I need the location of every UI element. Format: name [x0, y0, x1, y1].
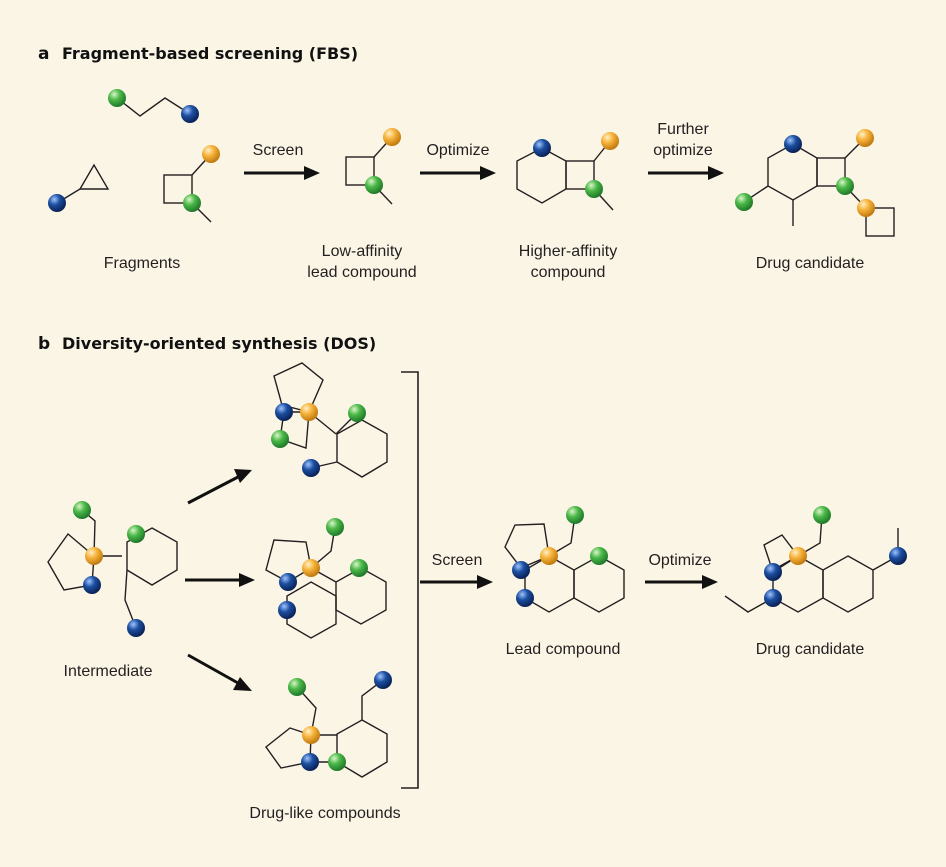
- panel-b: b Diversity-oriented synthesis (DOS) Int…: [38, 334, 899, 822]
- atoms: [48, 89, 907, 771]
- atom-blue: [301, 753, 319, 771]
- branch-arrow-down: [187, 653, 252, 691]
- atom-blue: [784, 135, 802, 153]
- optimize-b-arrow: [645, 575, 718, 589]
- fragments-label: Fragments: [104, 255, 180, 272]
- intermediate-molecule: [47, 509, 178, 629]
- atom-green: [271, 430, 289, 448]
- atom-blue: [275, 403, 293, 421]
- drug-candidate-b-label: Drug candidate: [756, 641, 865, 658]
- atom-orange: [383, 128, 401, 146]
- atom-green: [365, 176, 383, 194]
- screen-arrow: [244, 166, 320, 180]
- fragment-chain: [116, 97, 191, 117]
- optimize-b-label: Optimize: [648, 552, 711, 569]
- atom-blue: [533, 139, 551, 157]
- further-optimize-arrow: [648, 166, 724, 180]
- atom-green: [585, 180, 603, 198]
- branch-arrow-middle: [185, 573, 255, 587]
- further-label-line1: Further: [657, 121, 709, 138]
- low-affinity-lead: [345, 136, 393, 205]
- atom-orange: [540, 547, 558, 565]
- optimize-arrow: [420, 166, 496, 180]
- atom-green: [813, 506, 831, 524]
- atom-blue: [48, 194, 66, 212]
- lead-label-line1: Low-affinity: [322, 243, 403, 260]
- panel-a-letter: a: [38, 44, 49, 64]
- atom-orange: [302, 559, 320, 577]
- atom-green: [836, 177, 854, 195]
- screen-bracket: [401, 371, 419, 789]
- panel-b-title: Diversity-oriented synthesis (DOS): [62, 334, 376, 353]
- panel-b-letter: b: [38, 334, 50, 354]
- further-label-line2: optimize: [653, 142, 713, 159]
- lead-label-line2: lead compound: [307, 264, 416, 281]
- panel-a-title: Fragment-based screening (FBS): [62, 44, 358, 63]
- atom-green: [348, 404, 366, 422]
- branch-arrow-up: [187, 469, 252, 505]
- druglike-label: Drug-like compounds: [249, 805, 400, 822]
- atom-blue: [764, 563, 782, 581]
- screen-b-arrow: [420, 575, 493, 589]
- atom-blue: [302, 459, 320, 477]
- atom-blue: [181, 105, 199, 123]
- drug-candidate-a-label: Drug candidate: [756, 255, 865, 272]
- higher-label-line2: compound: [531, 264, 606, 281]
- atom-green: [326, 518, 344, 536]
- atom-orange: [857, 199, 875, 217]
- atom-blue: [764, 589, 782, 607]
- atom-orange: [856, 129, 874, 147]
- druglike-compound-1: [273, 362, 388, 478]
- atom-green: [350, 559, 368, 577]
- optimize-label: Optimize: [426, 142, 489, 159]
- atom-blue: [889, 547, 907, 565]
- atom-green: [735, 193, 753, 211]
- atom-blue: [278, 601, 296, 619]
- atom-orange: [302, 726, 320, 744]
- drug-candidate-b: [724, 514, 899, 613]
- atom-green: [590, 547, 608, 565]
- atom-blue: [127, 619, 145, 637]
- druglike-compound-3: [265, 679, 388, 778]
- atom-blue: [516, 589, 534, 607]
- atom-orange: [601, 132, 619, 150]
- atom-green: [183, 194, 201, 212]
- lead-b-label: Lead compound: [506, 641, 621, 658]
- atom-blue: [83, 576, 101, 594]
- atom-orange: [789, 547, 807, 565]
- higher-label-line1: Higher-affinity: [519, 243, 617, 260]
- atom-green: [288, 678, 306, 696]
- atom-green: [73, 501, 91, 519]
- fragment-square: [163, 153, 212, 223]
- fragment-triangle: [56, 163, 110, 204]
- atom-green: [108, 89, 126, 107]
- atom-orange: [202, 145, 220, 163]
- higher-affinity-compound: [516, 140, 614, 211]
- intermediate-label: Intermediate: [64, 663, 153, 680]
- atom-green: [328, 753, 346, 771]
- atom-blue: [279, 573, 297, 591]
- atom-green: [566, 506, 584, 524]
- drug-candidate-a: [743, 137, 895, 237]
- screen-label: Screen: [253, 142, 304, 159]
- atom-orange: [300, 403, 318, 421]
- atom-orange: [85, 547, 103, 565]
- atom-blue: [512, 561, 530, 579]
- panel-a: a Fragment-based screening (FBS) Fragmen…: [38, 44, 895, 281]
- screen-b-label: Screen: [432, 552, 483, 569]
- atom-blue: [374, 671, 392, 689]
- atom-green: [127, 525, 145, 543]
